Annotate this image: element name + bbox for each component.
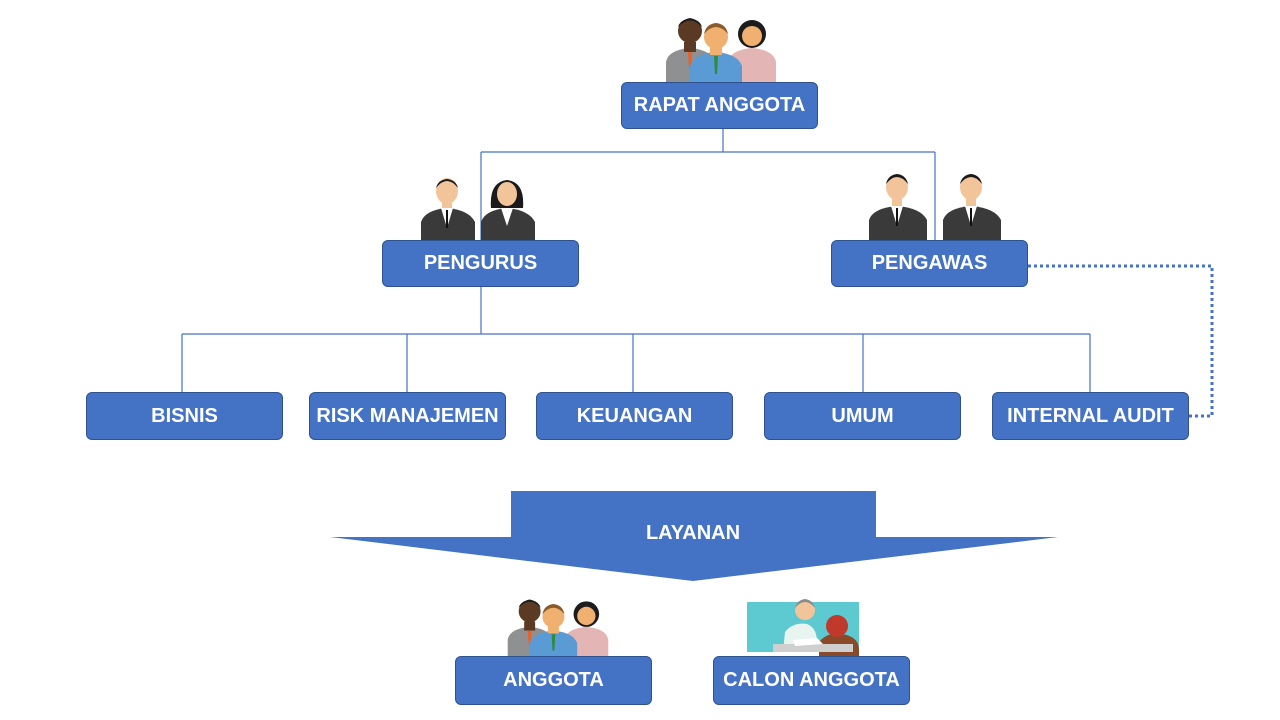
group-people-icon <box>666 18 776 82</box>
anggota-people-icon <box>507 599 609 658</box>
pengurus-people-icon <box>421 178 535 242</box>
layanan-label: LAYANAN <box>645 522 741 544</box>
node-internal-audit: INTERNAL AUDIT <box>992 392 1189 440</box>
layanan-arrow <box>330 491 1058 581</box>
node-anggota: ANGGOTA <box>455 656 652 705</box>
node-pengawas: PENGAWAS <box>831 240 1028 287</box>
node-umum-label: UMUM <box>831 404 894 427</box>
node-risk-manajemen-label: RISK MANAJEMEN <box>316 404 499 427</box>
node-umum: UMUM <box>764 392 961 440</box>
node-rapat-anggota: RAPAT ANGGOTA <box>621 82 818 129</box>
node-rapat-anggota-label: RAPAT ANGGOTA <box>633 94 806 116</box>
node-pengurus: PENGURUS <box>382 240 579 287</box>
consultation-icon <box>733 594 861 658</box>
node-calon-anggota: CALON ANGGOTA <box>713 656 910 705</box>
node-risk-manajemen: RISK MANAJEMEN <box>309 392 506 440</box>
node-bisnis-label: BISNIS <box>151 404 218 427</box>
node-bisnis: BISNIS <box>86 392 283 440</box>
node-calon-anggota-label: CALON ANGGOTA <box>723 669 900 691</box>
node-pengurus-label: PENGURUS <box>423 252 538 274</box>
node-keuangan: KEUANGAN <box>536 392 733 440</box>
pengawas-people-icon <box>869 174 1001 240</box>
connector-pengawas-audit-dotted <box>1028 264 1214 418</box>
node-pengawas-label: PENGAWAS <box>871 252 988 274</box>
node-keuangan-label: KEUANGAN <box>576 404 693 427</box>
node-anggota-label: ANGGOTA <box>503 669 604 691</box>
node-internal-audit-label: INTERNAL AUDIT <box>1007 404 1174 427</box>
